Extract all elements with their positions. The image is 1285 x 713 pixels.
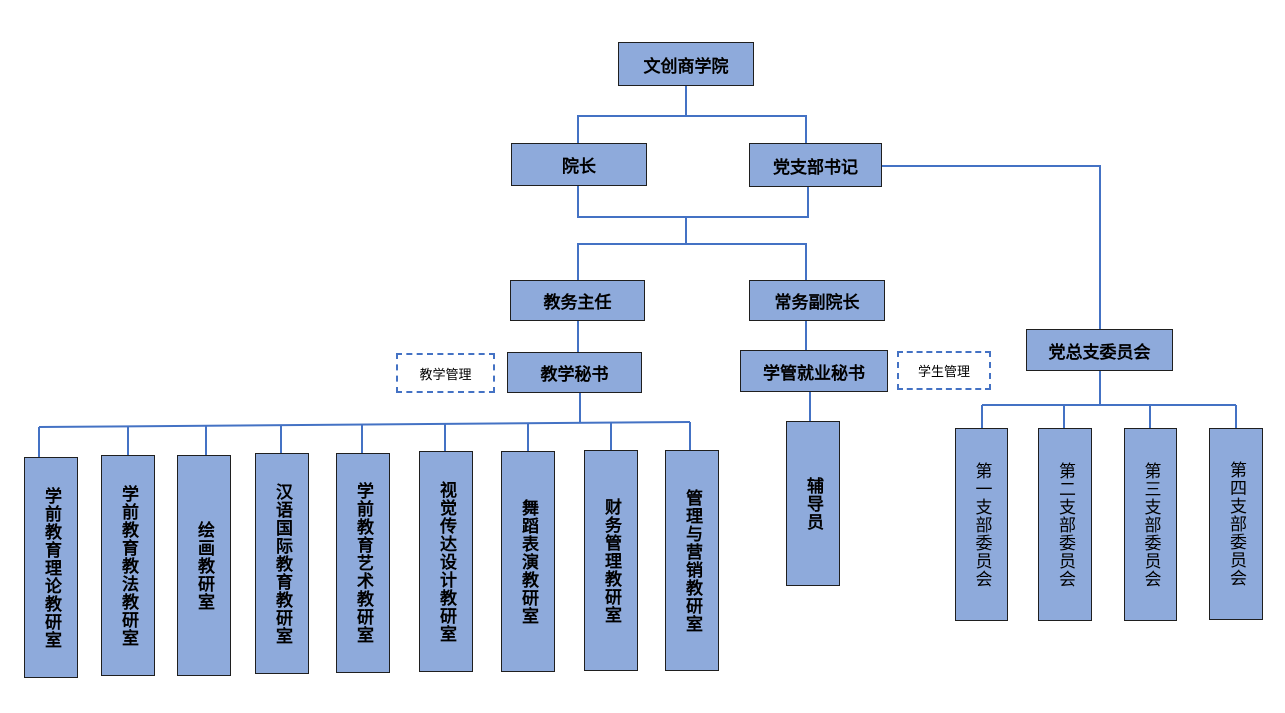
- connector-merge-down: [577, 217, 687, 280]
- research-office-1: 学前教育理论教研室: [24, 457, 78, 678]
- party-committee-box: 党总支委员会: [1026, 329, 1173, 371]
- teaching-secretary-box: 教学秘书: [507, 352, 642, 393]
- research-office-2: 学前教育教法教研室: [101, 455, 155, 676]
- branch-committee-4: 第四支部委员会: [1209, 428, 1263, 620]
- connector-top: [577, 86, 687, 143]
- research-office-5: 学前教育艺术教研室: [336, 453, 390, 673]
- institute-box: 文创商学院: [618, 42, 754, 86]
- branch-committee-1: 第一支部委员会: [955, 428, 1008, 621]
- connector-offices-bus: [38, 421, 691, 428]
- dean-box: 院长: [511, 143, 647, 186]
- research-office-8: 财务管理教研室: [584, 450, 638, 671]
- counselor-box: 辅导员: [786, 421, 840, 586]
- branch-committee-2: 第二支部委员会: [1038, 428, 1092, 621]
- connector-merge-right: [686, 243, 807, 280]
- branch-committee-3: 第三支部委员会: [1124, 428, 1177, 621]
- executive-vice-dean-box: 常务副院长: [749, 280, 885, 321]
- research-office-4: 汉语国际教育教研室: [255, 453, 309, 674]
- student-secretary-box: 学管就业秘书: [740, 350, 888, 392]
- connector-party: [882, 165, 1101, 329]
- research-office-9: 管理与营销教研室: [665, 450, 719, 671]
- party-secretary-box: 党支部书记: [749, 143, 882, 187]
- student-management-note: 学生管理: [897, 351, 991, 390]
- research-office-6: 视觉传达设计教研室: [419, 451, 473, 672]
- teaching-management-note: 教学管理: [396, 353, 495, 393]
- research-office-3: 绘画教研室: [177, 455, 231, 676]
- connector-top-right: [686, 115, 807, 143]
- academic-director-box: 教务主任: [510, 280, 645, 321]
- connector-dean: [577, 186, 809, 218]
- research-office-7: 舞蹈表演教研室: [501, 451, 555, 672]
